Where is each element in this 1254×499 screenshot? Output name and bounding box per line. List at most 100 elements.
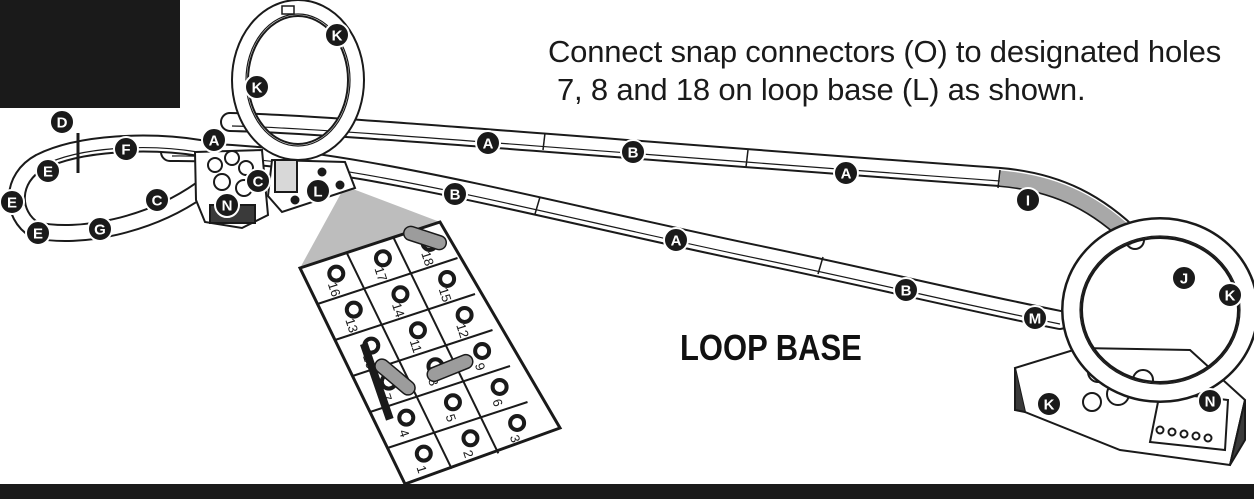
hole-number-label: 12: [453, 321, 472, 339]
grid-line: [317, 257, 458, 305]
part-badge-letter: F: [121, 142, 130, 159]
part-badge-A: A: [833, 160, 859, 186]
part-badge-M: M: [1022, 305, 1048, 331]
part-badge-B: B: [620, 139, 646, 165]
panel-black-edge: [360, 342, 394, 421]
hole-1: [414, 444, 433, 463]
part-badge-J: J: [1171, 265, 1197, 291]
part-badge-K: K: [244, 74, 270, 100]
part-badge-letter: K: [332, 28, 343, 45]
hole-number-label: 1: [414, 464, 431, 476]
part-badge-letter: K: [1044, 397, 1055, 414]
part-badge-letter: B: [901, 283, 912, 300]
hole-15: [438, 269, 457, 288]
part-badge-F: F: [113, 136, 139, 162]
part-badge-D: D: [49, 109, 75, 135]
hole-6: [490, 377, 509, 396]
part-badge-B: B: [442, 181, 468, 207]
part-badge-G: G: [87, 216, 113, 242]
part-badge-A: A: [663, 227, 689, 253]
snap-connectors: [374, 225, 474, 396]
hole-number-label: 11: [407, 337, 425, 354]
corner-black-block: [0, 0, 180, 108]
part-badge-letter: G: [94, 222, 106, 239]
part-badge-N: N: [1197, 388, 1223, 414]
part-badge-letter: N: [222, 198, 233, 215]
hole-12: [455, 305, 474, 324]
part-badge-E: E: [0, 189, 25, 215]
hole-number-label: 14: [389, 301, 408, 319]
hole-number-label: 5: [443, 412, 460, 424]
callout-wedge: [300, 186, 440, 268]
part-badge-letter: L: [313, 184, 322, 201]
part-badge-letter: C: [253, 174, 264, 191]
part-badge-letter: K: [1225, 288, 1236, 305]
part-badge-A: A: [475, 130, 501, 156]
part-badge-K: K: [324, 22, 350, 48]
instructions-line-2: 7, 8 and 18 on loop base (L) as shown.: [557, 72, 1086, 107]
left-vertical-loop: [231, 0, 365, 161]
hole-number-label: 9: [472, 361, 489, 373]
hole-number-label: 13: [342, 316, 361, 334]
part-badge-N: N: [214, 192, 240, 218]
part-badge-letter: A: [841, 166, 852, 183]
part-badge-letter: I: [1026, 193, 1030, 210]
hole-number-label: 15: [436, 285, 455, 303]
part-badge-letter: J: [1180, 271, 1188, 288]
part-badge-letter: B: [628, 145, 639, 162]
grid-line: [369, 365, 511, 413]
hole-2: [461, 429, 480, 448]
part-badge-letter: M: [1029, 311, 1042, 328]
hole-16: [327, 264, 346, 283]
part-badge-letter: N: [1205, 394, 1216, 411]
part-badge-K: K: [1036, 391, 1062, 417]
snap-connector-8: [426, 353, 474, 383]
hole-14: [391, 285, 410, 304]
part-badge-letter: B: [450, 187, 461, 204]
part-badge-letter: E: [33, 226, 43, 243]
hole-3: [508, 413, 527, 432]
hole-number-label: 3: [507, 433, 524, 445]
part-badge-K: K: [1217, 282, 1243, 308]
part-badge-A: A: [201, 127, 227, 153]
part-badge-C: C: [245, 168, 271, 194]
instructions-text: Connect snap connectors (O) to designate…: [548, 33, 1248, 109]
grid-line: [334, 293, 476, 341]
loop-base-hole-panel: 123456789101112131415161718: [297, 220, 563, 486]
hole-number-label: 4: [396, 428, 413, 440]
hole-number-label: 16: [325, 280, 344, 298]
hole-5: [443, 393, 462, 412]
part-badge-letter: A: [483, 136, 494, 153]
part-badge-letter: C: [152, 193, 163, 210]
instructions-line-1: Connect snap connectors (O) to designate…: [548, 34, 1222, 69]
hole-panel-grid: [317, 236, 528, 470]
right-vertical-loop: [1061, 217, 1254, 403]
hole-11: [408, 321, 427, 340]
part-badge-letter: E: [43, 164, 53, 181]
part-badge-E: E: [25, 220, 51, 246]
snap-connector-7: [374, 358, 416, 396]
bottom-black-bar: [0, 484, 1254, 499]
part-badge-I: I: [1015, 187, 1041, 213]
part-badge-letter: K: [252, 80, 263, 97]
hole-13: [344, 300, 363, 319]
part-badge-letter: E: [7, 195, 17, 212]
part-badge-C: C: [144, 187, 170, 213]
track-joints-upper: [542, 132, 1001, 189]
part-badge-E: E: [35, 158, 61, 184]
hole-number-label: 18: [418, 249, 437, 267]
track-joints-lower: [534, 196, 824, 275]
snap-connector-18: [402, 225, 448, 251]
part-badge-letter: A: [671, 233, 682, 250]
part-badge-B: B: [893, 277, 919, 303]
grid-line: [387, 401, 528, 449]
part-badge-letter: D: [57, 115, 68, 132]
part-badge-L: L: [305, 178, 331, 204]
hole-number-label: 6: [489, 397, 506, 409]
hole-17: [373, 249, 392, 268]
loop-base-label: LOOP BASE: [680, 327, 862, 368]
hole-number-label: 7: [379, 392, 396, 404]
hole-4: [397, 408, 416, 427]
hole-number-label: 2: [460, 448, 477, 460]
